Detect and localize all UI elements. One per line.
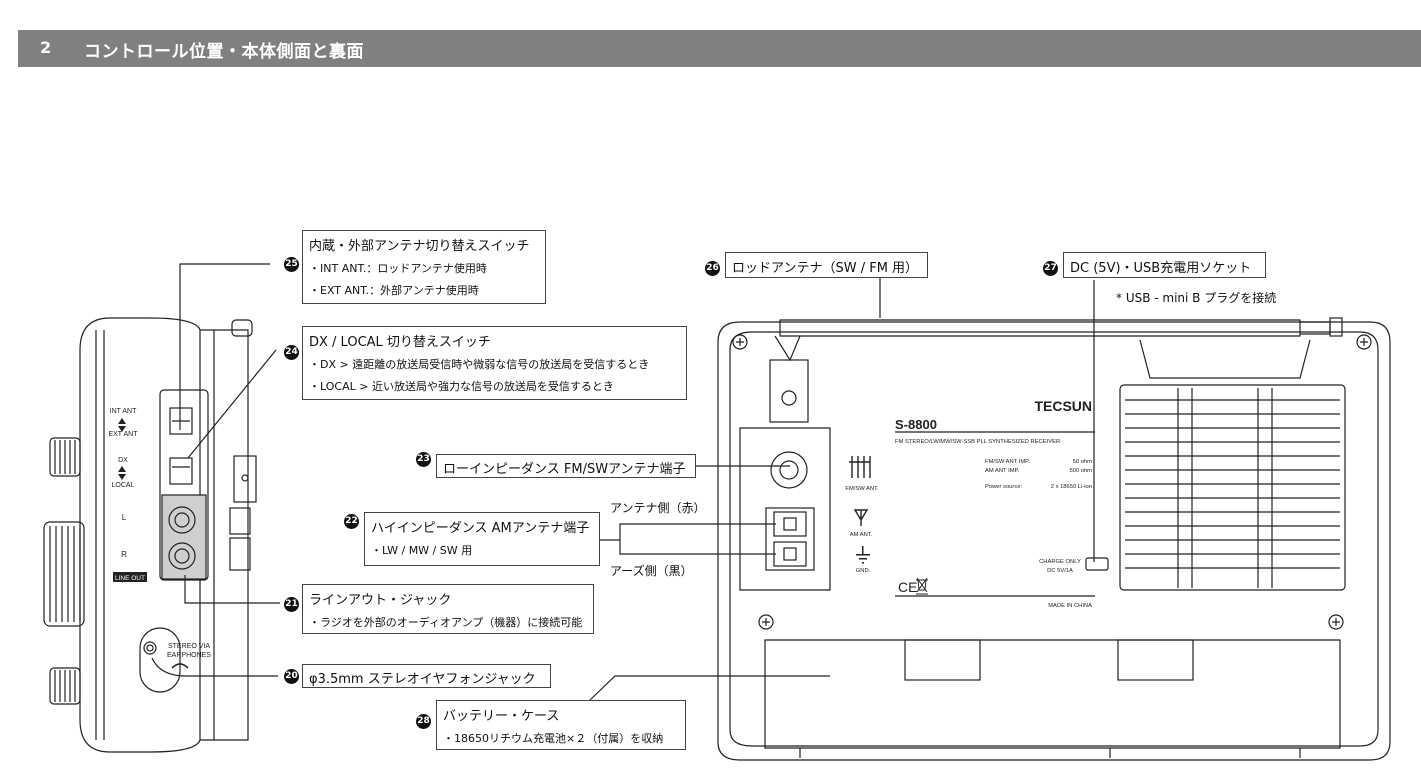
callout-25-line1: ・INT ANT.：ロッドアンテナ使用時: [309, 262, 487, 275]
brand-label: TECSUN: [1034, 398, 1092, 414]
side-body: [79, 317, 249, 753]
r-label: R: [121, 550, 127, 559]
charge-only-label: CHARGE ONLY: [1039, 559, 1081, 565]
stereo-via-label: STEREO VIA: [168, 643, 210, 650]
callout-28-line1: ・18650リチウム充電池×２（付属）を収納: [443, 732, 664, 745]
dx-label: DX: [118, 457, 128, 464]
callout-24-line1: ・DX > 遠距離の放送局受信時や微弱な信号の放送局を受信するとき: [309, 358, 650, 371]
callout-27-badge: 27: [1043, 261, 1058, 276]
rod-antenna: [779, 319, 1301, 337]
section-title: コントロール位置・本体側面と裏面: [84, 42, 364, 62]
model-label: S-8800: [895, 417, 937, 432]
earphones-label: EARPHONES: [167, 652, 211, 659]
callout-21-title: ラインアウト・ジャック: [309, 593, 452, 608]
section-number: 2: [40, 38, 52, 57]
am-imp-value: 500 ohm: [1069, 468, 1092, 474]
antenna-side-red-label: アンテナ側（赤）: [610, 501, 706, 515]
callout-22-badge: 22: [344, 514, 359, 529]
subtitle-label: FM STEREO/LW/MW/SW-SSB PLL SYNTHESIZED R…: [895, 439, 1060, 445]
callout-27-box: DC (5V)・USB充電用ソケット: [1063, 252, 1266, 278]
am-imp-label: AM ANT IMP.: [985, 468, 1020, 474]
weee-bin-icon: [916, 577, 928, 595]
callout-26-box: ロッドアンテナ（SW / FM 用）: [725, 252, 928, 278]
ce-mark: CE: [898, 579, 917, 595]
fm-sw-imp-label: FM/SW ANT IMP.: [985, 459, 1030, 465]
callout-25-badge: 25: [284, 257, 299, 272]
callout-24-box: DX / LOCAL 切り替えスイッチ ・DX > 遠距離の放送局受信時や微弱な…: [302, 326, 687, 400]
earth-side-black-label: アーズ側（黒）: [610, 564, 693, 578]
callout-21-box: ラインアウト・ジャック ・ラジオを外部のオーディオアンプ（機器）に接続可能: [302, 584, 594, 634]
power-label: Power source:: [985, 484, 1022, 490]
callout-20-title: φ3.5mm ステレオイヤフォンジャック: [309, 672, 536, 687]
callout-21-badge: 21: [284, 597, 299, 612]
callout-21-line1: ・ラジオを外部のオーディオアンプ（機器）に接続可能: [309, 616, 583, 629]
callout-26-title: ロッドアンテナ（SW / FM 用）: [732, 261, 919, 276]
callout-25-title: 内蔵・外部アンテナ切り替えスイッチ: [309, 239, 530, 254]
l-label: L: [122, 513, 127, 522]
callout-25-box: 内蔵・外部アンテナ切り替えスイッチ ・INT ANT.：ロッドアンテナ使用時 ・…: [302, 230, 546, 304]
callout-24-line2: ・LOCAL > 近い放送局や強力な信号の放送局を受信するとき: [309, 380, 614, 393]
callout-22-title: ハイインピーダンス AMアンテナ端子: [371, 521, 590, 536]
callout-24-title: DX / LOCAL 切り替えスイッチ: [309, 335, 491, 350]
switch-panel: [159, 389, 209, 581]
local-label: LOCAL: [112, 482, 135, 489]
callout-23-box: ローインピーダンス FM/SWアンテナ端子: [436, 454, 696, 478]
callout-20-badge: 20: [284, 669, 299, 684]
callout-20-box: φ3.5mm ステレオイヤフォンジャック: [302, 664, 551, 688]
line-out-label: LINE OUT: [115, 575, 145, 582]
made-in-label: MADE IN CHINA: [1048, 603, 1092, 609]
int-ant-label: INT ANT: [110, 408, 137, 415]
power-value: 2 x 18650 Li-ion: [1051, 484, 1092, 490]
callout-23-title: ローインピーダンス FM/SWアンテナ端子: [443, 462, 686, 477]
fm-sw-imp-value: 50 ohm: [1073, 459, 1093, 465]
callout-28-badge: 28: [416, 714, 431, 729]
callout-22-box: ハイインピーダンス AMアンテナ端子 ・LW / MW / SW 用: [364, 512, 600, 566]
gnd-label: GND.: [856, 568, 871, 574]
callout-25-line2: ・EXT ANT.：外部アンテナ使用時: [309, 284, 479, 297]
callout-27-title: DC (5V)・USB充電用ソケット: [1070, 261, 1252, 276]
fm-sw-ant-label: FM/SW ANT.: [845, 486, 879, 492]
callout-24-badge: 24: [284, 345, 299, 360]
section-header: 2 コントロール位置・本体側面と裏面: [18, 30, 1421, 67]
am-ant-label: AM ANT.: [850, 532, 873, 538]
callout-26-badge: 26: [705, 261, 720, 276]
dc-rating-label: DC 5V/1A: [1047, 568, 1073, 574]
callout-22-line1: ・LW / MW / SW 用: [371, 544, 473, 557]
callout-28-title: バッテリー・ケース: [443, 709, 560, 724]
ext-ant-label: EXT ANT: [108, 431, 138, 438]
callout-23-badge: 23: [416, 452, 431, 467]
back-body: [717, 321, 1391, 761]
callout-28-box: バッテリー・ケース ・18650リチウム充電池×２（付属）を収納: [436, 700, 686, 750]
callout-27-note: * USB - mini B プラグを接続: [1116, 291, 1277, 305]
